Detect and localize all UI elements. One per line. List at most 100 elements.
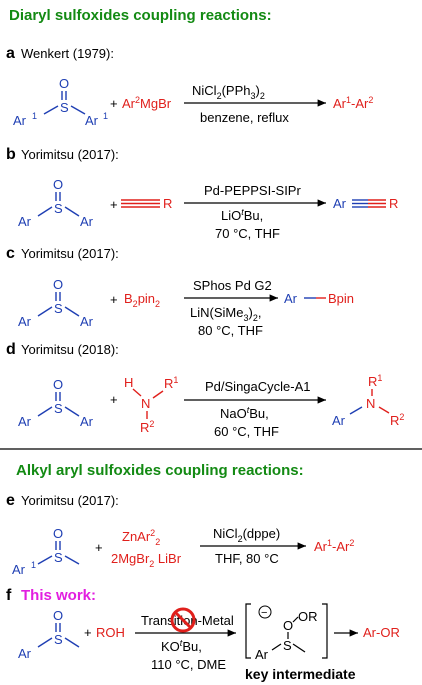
diaryl-sulfoxide-d: O S Ar Ar	[18, 377, 94, 429]
magnesium-salt: 2MgBr2 LiBr	[111, 551, 182, 569]
oxygen-atom: O	[59, 76, 69, 91]
product-nitrogen: N	[366, 396, 375, 411]
amine-r2: R2	[140, 419, 154, 435]
reaction-e-citation: Yorimitsu (2017):	[21, 493, 119, 508]
reaction-c-letter: c	[6, 245, 15, 262]
alkyl-section-header: Alkyl aryl sulfoxides coupling reactions…	[16, 462, 304, 479]
diaryl-sulfoxide-b: O S Ar Ar	[18, 177, 94, 229]
reaction-b-letter: b	[6, 146, 16, 163]
product-aryl: Ar	[284, 291, 298, 306]
sulfur-atom: S	[54, 632, 63, 647]
plus-sign: +	[84, 625, 92, 640]
key-intermediate-label: key intermediate	[245, 666, 356, 682]
reaction-b-temperature: 70 °C, THF	[215, 226, 280, 241]
reaction-d-base: NaOtBu,	[220, 405, 269, 421]
reaction-f-letter: f	[6, 587, 12, 604]
product-boronate: Bpin	[328, 291, 354, 306]
product-aryl: Ar	[333, 196, 347, 211]
diaryl-sulfoxide-c: O S Ar Ar	[18, 277, 94, 329]
reaction-d: d Yorimitsu (2018): O S Ar Ar + H N R1 R…	[6, 341, 404, 439]
reaction-b-base: LiOtBu,	[221, 207, 263, 223]
alcohol-reagent: ROH	[96, 625, 125, 640]
oxygen-atom: O	[53, 277, 63, 292]
reaction-e-letter: e	[6, 492, 15, 509]
sulfur-atom: S	[54, 201, 63, 216]
plus-sign: +	[110, 292, 118, 307]
reaction-d-catalyst: Pd/SingaCycle-A1	[205, 379, 311, 394]
negative-charge-icon	[258, 605, 272, 619]
alkyl-aryl-sulfoxide-f: O S Ar	[18, 608, 80, 661]
reaction-d-temperature: 60 °C, THF	[214, 424, 279, 439]
alkyne-substituent: R	[163, 196, 172, 211]
reaction-b-catalyst: Pd-PEPPSI-SIPr	[204, 183, 301, 198]
terminal-alkyne: R	[121, 196, 172, 211]
reaction-b: b Yorimitsu (2017): O S Ar Ar + R Pd-PEP…	[6, 146, 398, 241]
reaction-d-citation: Yorimitsu (2018):	[21, 342, 119, 357]
reaction-a-product: Ar1-Ar2	[333, 95, 373, 111]
aryl-left: Ar	[18, 646, 32, 661]
negative-charge: −	[261, 607, 267, 619]
sulfur-atom: S	[54, 401, 63, 416]
intermediate-oxygen: O	[283, 618, 293, 633]
sulfur-atom: S	[60, 100, 69, 115]
reaction-e-catalyst: NiCl2(dppe)	[213, 526, 280, 544]
reaction-a-letter: a	[6, 45, 15, 62]
product-substituent: R	[389, 196, 398, 211]
reaction-c-product: Ar Bpin	[284, 291, 354, 306]
sulfur-atom: S	[54, 550, 63, 565]
product-r2: R2	[390, 412, 404, 428]
amine-nitrogen: N	[141, 396, 150, 411]
aryl-left: Ar	[12, 562, 26, 577]
reaction-c: c Yorimitsu (2017): O S Ar Ar + B2pin2 S…	[6, 245, 354, 338]
no-metal-icon	[170, 607, 196, 633]
oxygen-atom: O	[53, 377, 63, 392]
reaction-a-solvent: benzene, reflux	[200, 110, 289, 125]
reaction-a-catalyst: NiCl2(PPh3)2	[192, 83, 265, 101]
right-bracket	[322, 603, 328, 659]
aryl-left: Ar	[18, 214, 32, 229]
oxygen-atom: O	[53, 526, 63, 541]
diaryl-section-header: Diaryl sulfoxides coupling reactions:	[9, 7, 272, 24]
aryl-left-index: 1	[31, 560, 36, 570]
product-aryl: Ar	[332, 413, 346, 428]
amine-r1: R1	[164, 375, 178, 391]
zinc-reagent: ZnAr22	[122, 528, 160, 547]
intermediate-alkoxy: OR	[298, 609, 318, 624]
reaction-f-temperature: 110 °C, DME	[151, 657, 226, 672]
amine-hydrogen: H	[124, 375, 133, 390]
aryl-left: Ar	[18, 414, 32, 429]
reaction-c-base: LiN(SiMe3)2,	[190, 305, 261, 323]
reaction-b-citation: Yorimitsu (2017):	[21, 147, 119, 162]
key-intermediate-structure: − O OR S Ar	[245, 603, 328, 662]
reaction-e-product: Ar1-Ar2	[314, 538, 354, 554]
oxygen-atom: O	[53, 608, 63, 623]
reaction-c-temperature: 80 °C, THF	[198, 323, 263, 338]
reaction-f: f This work: O S Ar + ROH Transition-Met…	[6, 587, 400, 682]
aryl-left: Ar	[18, 314, 32, 329]
grignard-reagent: Ar2MgBr	[122, 95, 172, 111]
reaction-c-catalyst: SPhos Pd G2	[193, 278, 272, 293]
intermediate-aryl: Ar	[255, 647, 269, 662]
reaction-a-citation: Wenkert (1979):	[21, 46, 114, 61]
sulfur-atom: S	[54, 301, 63, 316]
reaction-f-product: Ar-OR	[363, 625, 400, 640]
reaction-d-letter: d	[6, 341, 16, 358]
amine-reagent: H N R1 R2	[124, 375, 178, 435]
product-r1: R1	[368, 373, 382, 389]
aryl-right-index: 1	[103, 111, 108, 121]
aryl-left-index: 1	[32, 111, 37, 121]
plus-sign: +	[110, 197, 118, 212]
plus-sign: +	[110, 96, 118, 111]
plus-sign: +	[110, 392, 118, 407]
reaction-d-product: R1 N Ar R2	[332, 373, 404, 428]
reaction-f-excluded-catalyst: Transition-Metal	[141, 613, 234, 628]
aryl-right: Ar	[80, 414, 94, 429]
reaction-b-product: Ar R	[333, 196, 398, 211]
left-bracket	[245, 603, 251, 659]
aryl-right: Ar	[80, 314, 94, 329]
alkyl-aryl-sulfoxide-e: O S Ar 1	[12, 526, 80, 577]
reaction-e: e Yorimitsu (2017): O S Ar 1 + ZnAr22 2M…	[6, 492, 354, 577]
aryl-left: Ar	[13, 113, 27, 128]
